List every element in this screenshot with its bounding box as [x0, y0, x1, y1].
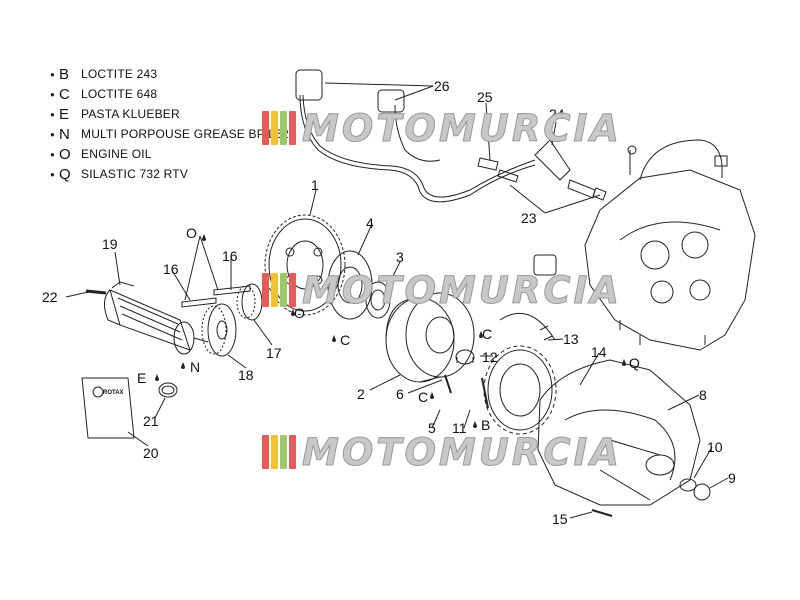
code-o-mid: O	[294, 305, 305, 321]
watermark-stripe	[271, 435, 278, 469]
code-e-a: E	[137, 370, 146, 386]
rotax-manual	[81, 377, 135, 439]
side-cover	[537, 359, 701, 506]
callout-5: 5	[428, 420, 436, 436]
watermark-stripe	[262, 273, 269, 307]
legend-text: ENGINE OIL	[81, 147, 152, 161]
starter-motor	[104, 281, 209, 355]
legend-code: C	[59, 85, 70, 103]
watermark-stripe	[289, 111, 296, 145]
watermark: MOTOMURCIA	[262, 268, 622, 312]
watermark-text: MOTOMURCIA	[302, 268, 622, 312]
legend-code: B	[59, 65, 70, 83]
code-o-top: O	[186, 225, 197, 241]
callout-16-right: 16	[222, 248, 238, 264]
callout-18: 18	[238, 367, 254, 383]
flywheel-rotor	[385, 292, 475, 383]
legend-text: PASTA KLUEBER	[81, 107, 180, 121]
legend-item: ● O ENGINE OIL	[50, 144, 330, 164]
legend-code: Q	[59, 165, 71, 183]
watermark-stripe	[289, 435, 296, 469]
watermark-stripe	[262, 435, 269, 469]
callout-13: 13	[563, 331, 579, 347]
stator	[483, 312, 557, 435]
legend-code: E	[59, 105, 70, 123]
legend-text: SILASTIC 732 RTV	[81, 167, 189, 181]
callout-22: 22	[42, 289, 58, 305]
compound-legend: ● B LOCTITE 243 ● C LOCTITE 648 ● E PAST…	[50, 64, 330, 184]
callout-4: 4	[366, 215, 374, 231]
callout-25: 25	[477, 89, 493, 105]
legend-item: ● N MULTI PORPOUSE GREASE BP L52	[50, 124, 330, 144]
code-q-a: Q	[629, 355, 640, 371]
oil-drop-icon: ●	[50, 69, 55, 79]
callout-23: 23	[521, 210, 537, 226]
callout-6: 6	[396, 386, 404, 402]
watermark-text: MOTOMURCIA	[302, 430, 622, 474]
code-c-c: C	[418, 389, 428, 405]
watermark-stripe	[262, 111, 269, 145]
watermark-stripe	[280, 273, 287, 307]
idler-gear-18	[201, 303, 237, 357]
callout-16-left: 16	[163, 261, 179, 277]
watermark-stripe	[280, 111, 287, 145]
callout-10: 10	[707, 439, 723, 455]
callout-14: 14	[591, 344, 607, 360]
callout-12: 12	[482, 349, 498, 365]
legend-item: ● C LOCTITE 648	[50, 84, 330, 104]
manual-label: ROTAX	[103, 390, 124, 396]
callout-21: 21	[143, 413, 159, 429]
legend-item: ● E PASTA KLUEBER	[50, 104, 330, 124]
watermark-stripe	[271, 111, 278, 145]
legend-item: ● Q SILASTIC 732 RTV	[50, 164, 330, 184]
callout-17: 17	[266, 345, 282, 361]
callout-9: 9	[728, 470, 736, 486]
legend-text: LOCTITE 648	[81, 87, 158, 101]
oil-drop-icon: ●	[50, 89, 55, 99]
oil-drop-icon: ●	[50, 129, 55, 139]
cylinder-head-block	[584, 139, 756, 351]
callout-2: 2	[357, 386, 365, 402]
wiring-harness	[295, 69, 607, 203]
watermark-text: MOTOMURCIA	[302, 106, 622, 150]
code-c-b: C	[482, 326, 492, 342]
callout-26: 26	[434, 78, 450, 94]
callout-8: 8	[699, 387, 707, 403]
watermark-stripe	[280, 435, 287, 469]
code-b-a: B	[481, 417, 490, 433]
callout-15: 15	[552, 511, 568, 527]
oil-drop-icon: ●	[50, 149, 55, 159]
oil-drop-icon: ●	[50, 169, 55, 179]
legend-text: LOCTITE 243	[81, 67, 158, 81]
watermark-stripe	[289, 273, 296, 307]
legend-item: ● B LOCTITE 243	[50, 64, 330, 84]
watermark: MOTOMURCIA	[262, 106, 622, 150]
legend-code: O	[59, 145, 71, 163]
watermark: MOTOMURCIA	[262, 430, 622, 474]
code-n-a: N	[190, 359, 200, 375]
callout-20: 20	[143, 445, 159, 461]
callout-24: 24	[549, 106, 565, 122]
callout-11: 11	[452, 420, 467, 436]
legend-code: N	[59, 125, 70, 143]
oil-drop-icon: ●	[50, 109, 55, 119]
callout-3: 3	[396, 249, 404, 265]
watermark-stripe	[271, 273, 278, 307]
code-c-a: C	[340, 332, 350, 348]
legend-text: MULTI PORPOUSE GREASE BP L52	[81, 127, 289, 141]
callout-19: 19	[102, 236, 118, 252]
callout-1: 1	[311, 177, 319, 193]
